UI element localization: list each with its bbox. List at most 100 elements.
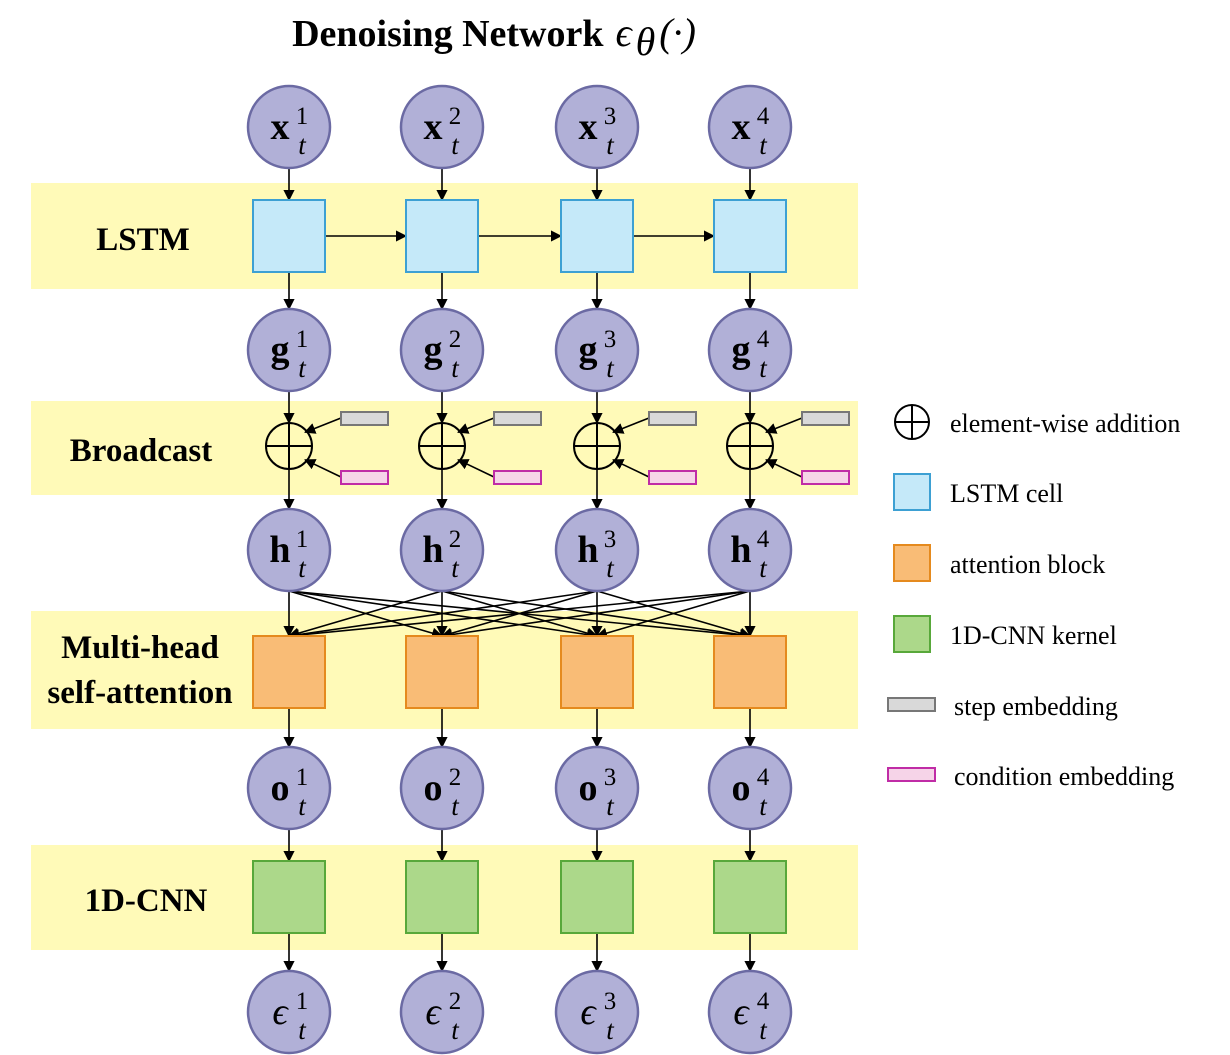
add-operator (418, 422, 466, 470)
node-symbol: g (732, 329, 751, 371)
node-circle (707, 507, 793, 593)
edge-h-to-attn (440, 590, 751, 641)
node-symbol: h (269, 529, 290, 571)
node-subscript: t (298, 791, 307, 821)
edge-step-to-add (304, 417, 342, 434)
band-label-attention: Multi-head (61, 630, 219, 666)
legend-label: LSTM cell (950, 479, 1063, 508)
edge-cond-to-add (304, 459, 342, 478)
node-subscript: t (759, 353, 768, 383)
node-circle (246, 307, 332, 393)
node-circle (246, 969, 332, 1055)
attention-block (405, 635, 479, 709)
node-symbol: g (579, 329, 598, 371)
legend-item-cnn-kernel: 1D-CNN kernel (893, 615, 1117, 653)
blue-square-icon (893, 473, 931, 511)
node-symbol: h (577, 529, 598, 571)
node-symbol: ϵ (272, 991, 289, 1033)
attention-block (560, 635, 634, 709)
node-symbol: g (424, 329, 443, 371)
node-superscript: 4 (757, 526, 770, 553)
attention-block (713, 635, 787, 709)
node-circle (554, 969, 640, 1055)
lstm-block (560, 199, 634, 273)
node-superscript: 4 (757, 326, 770, 353)
node-subscript: t (298, 1015, 307, 1045)
node-circle (246, 507, 332, 593)
legend-item-add: element-wise addition (894, 404, 1180, 440)
edge-cond-to-add (765, 459, 803, 478)
node-superscript: 3 (604, 103, 617, 130)
node-circle (399, 507, 485, 593)
band-label-broadcast: Broadcast (70, 433, 212, 469)
node-superscript: 2 (449, 326, 462, 353)
node-symbol: x (424, 106, 443, 148)
legend-item-lstm-cell: LSTM cell (893, 473, 1063, 511)
pink-rect-icon (887, 767, 936, 782)
condition-embedding (648, 470, 697, 485)
step-embedding (340, 411, 389, 426)
node-circle (246, 84, 332, 170)
node-circle (399, 84, 485, 170)
condition-embedding (493, 470, 542, 485)
edge-h-to-attn (287, 590, 598, 641)
node-superscript: 1 (296, 988, 309, 1015)
blocks-layer (252, 199, 850, 934)
step-embedding (648, 411, 697, 426)
node-symbol: g (271, 329, 290, 371)
node-symbol: ϵ (733, 991, 750, 1033)
node-superscript: 4 (757, 103, 770, 130)
lstm-block (713, 199, 787, 273)
node-circle (554, 745, 640, 831)
gray-rect-icon (887, 697, 936, 712)
node-subscript: t (451, 353, 460, 383)
edge-cond-to-add (457, 459, 495, 478)
cnn-block (560, 860, 634, 934)
node-superscript: 2 (449, 103, 462, 130)
cnn-block (405, 860, 479, 934)
node-circle (399, 969, 485, 1055)
step-embedding (801, 411, 850, 426)
node-symbol: x (579, 106, 598, 148)
title-math-args: (·) (659, 10, 696, 55)
node-circle (707, 969, 793, 1055)
title-math-subscript: θ (636, 19, 656, 64)
lstm-block (252, 199, 326, 273)
node-subscript: t (298, 130, 307, 160)
cnn-block (252, 860, 326, 934)
title-text: Denoising Network (292, 13, 604, 55)
node-subscript: t (451, 553, 460, 583)
node-symbol: o (271, 767, 290, 809)
node-circle (554, 507, 640, 593)
legend-label: attention block (950, 550, 1105, 579)
condition-embedding (801, 470, 850, 485)
node-circle (399, 745, 485, 831)
node-superscript: 4 (757, 988, 770, 1015)
node-superscript: 3 (604, 326, 617, 353)
node-superscript: 2 (449, 526, 462, 553)
node-superscript: 1 (296, 326, 309, 353)
node-subscript: t (298, 553, 307, 583)
node-symbol: o (424, 767, 443, 809)
edge-step-to-add (765, 417, 803, 434)
legend-item-attn-block: attention block (893, 544, 1105, 582)
edge-h-to-attn (595, 590, 751, 639)
node-superscript: 2 (449, 988, 462, 1015)
node-subscript: t (451, 791, 460, 821)
edge-h-to-attn (287, 590, 751, 641)
